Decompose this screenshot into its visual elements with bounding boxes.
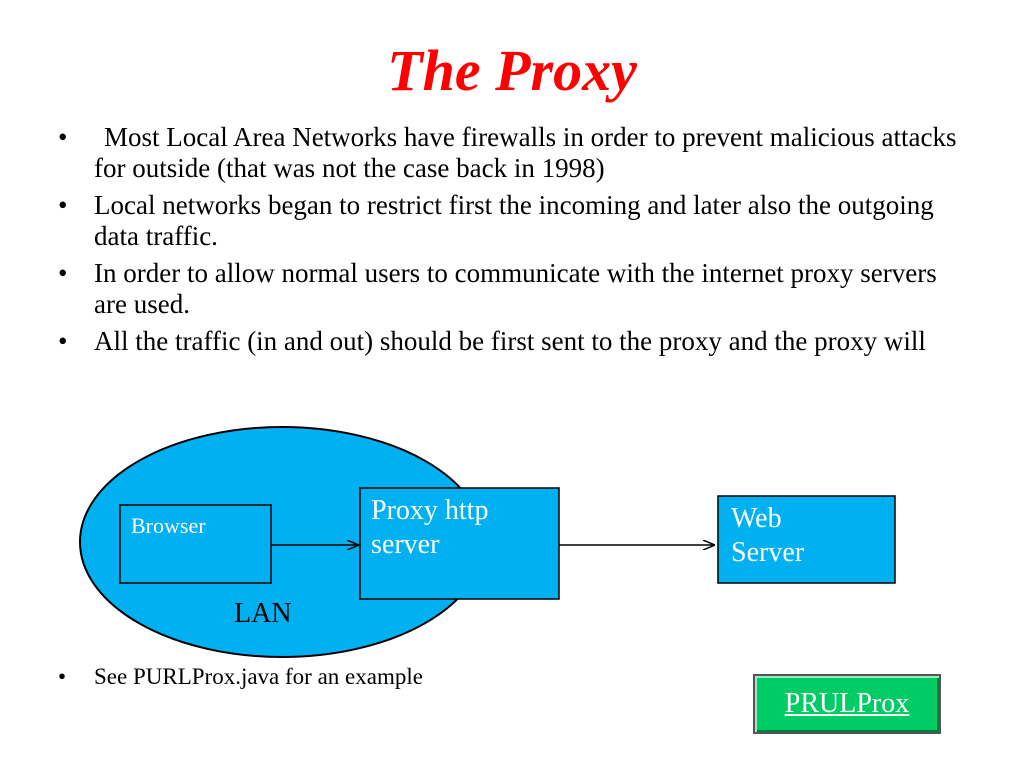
bullet-item: • All the traffic (in and out) should be… [58, 326, 968, 357]
lan-label: LAN [234, 598, 292, 629]
footer-bullet: • See PURLProx.java for an example [58, 663, 423, 691]
browser-box [119, 504, 272, 584]
bullet-text: All the traffic (in and out) should be f… [94, 326, 926, 356]
bullet-text: Local networks began to restrict first t… [94, 190, 934, 251]
footer-bullet-text: See PURLProx.java for an example [94, 664, 423, 689]
proxy-server-box [359, 487, 560, 600]
bullet-item: • Local networks began to restrict first… [58, 190, 968, 252]
proxy-server-label-line: Proxy http [371, 495, 489, 526]
bullet-text: Most Local Area Networks have firewalls … [94, 122, 957, 183]
prulprox-link-button[interactable]: PRULProx [753, 674, 941, 734]
bullet-marker: • [58, 190, 68, 220]
slide-title: The Proxy [387, 38, 637, 103]
bullet-marker: • [58, 122, 68, 152]
bullet-text: In order to allow normal users to commun… [94, 258, 937, 319]
web-server-label-line: Server [731, 537, 805, 568]
bullet-item: • Most Local Area Networks have firewall… [58, 122, 968, 184]
web-server-box [717, 495, 896, 584]
browser-label: Browser [131, 513, 206, 538]
bullet-marker: • [58, 258, 68, 288]
bullet-list: • Most Local Area Networks have firewall… [58, 122, 968, 363]
web-server-label: Web Server [731, 502, 804, 570]
proxy-server-label-line: server [371, 529, 440, 560]
bullet-item: • In order to allow normal users to comm… [58, 258, 968, 320]
web-server-label-line: Web [731, 503, 782, 534]
bullet-marker: • [58, 664, 67, 689]
prulprox-link-text[interactable]: PRULProx [784, 688, 910, 719]
proxy-server-label: Proxy http server [371, 494, 488, 562]
bullet-marker: • [58, 326, 68, 356]
